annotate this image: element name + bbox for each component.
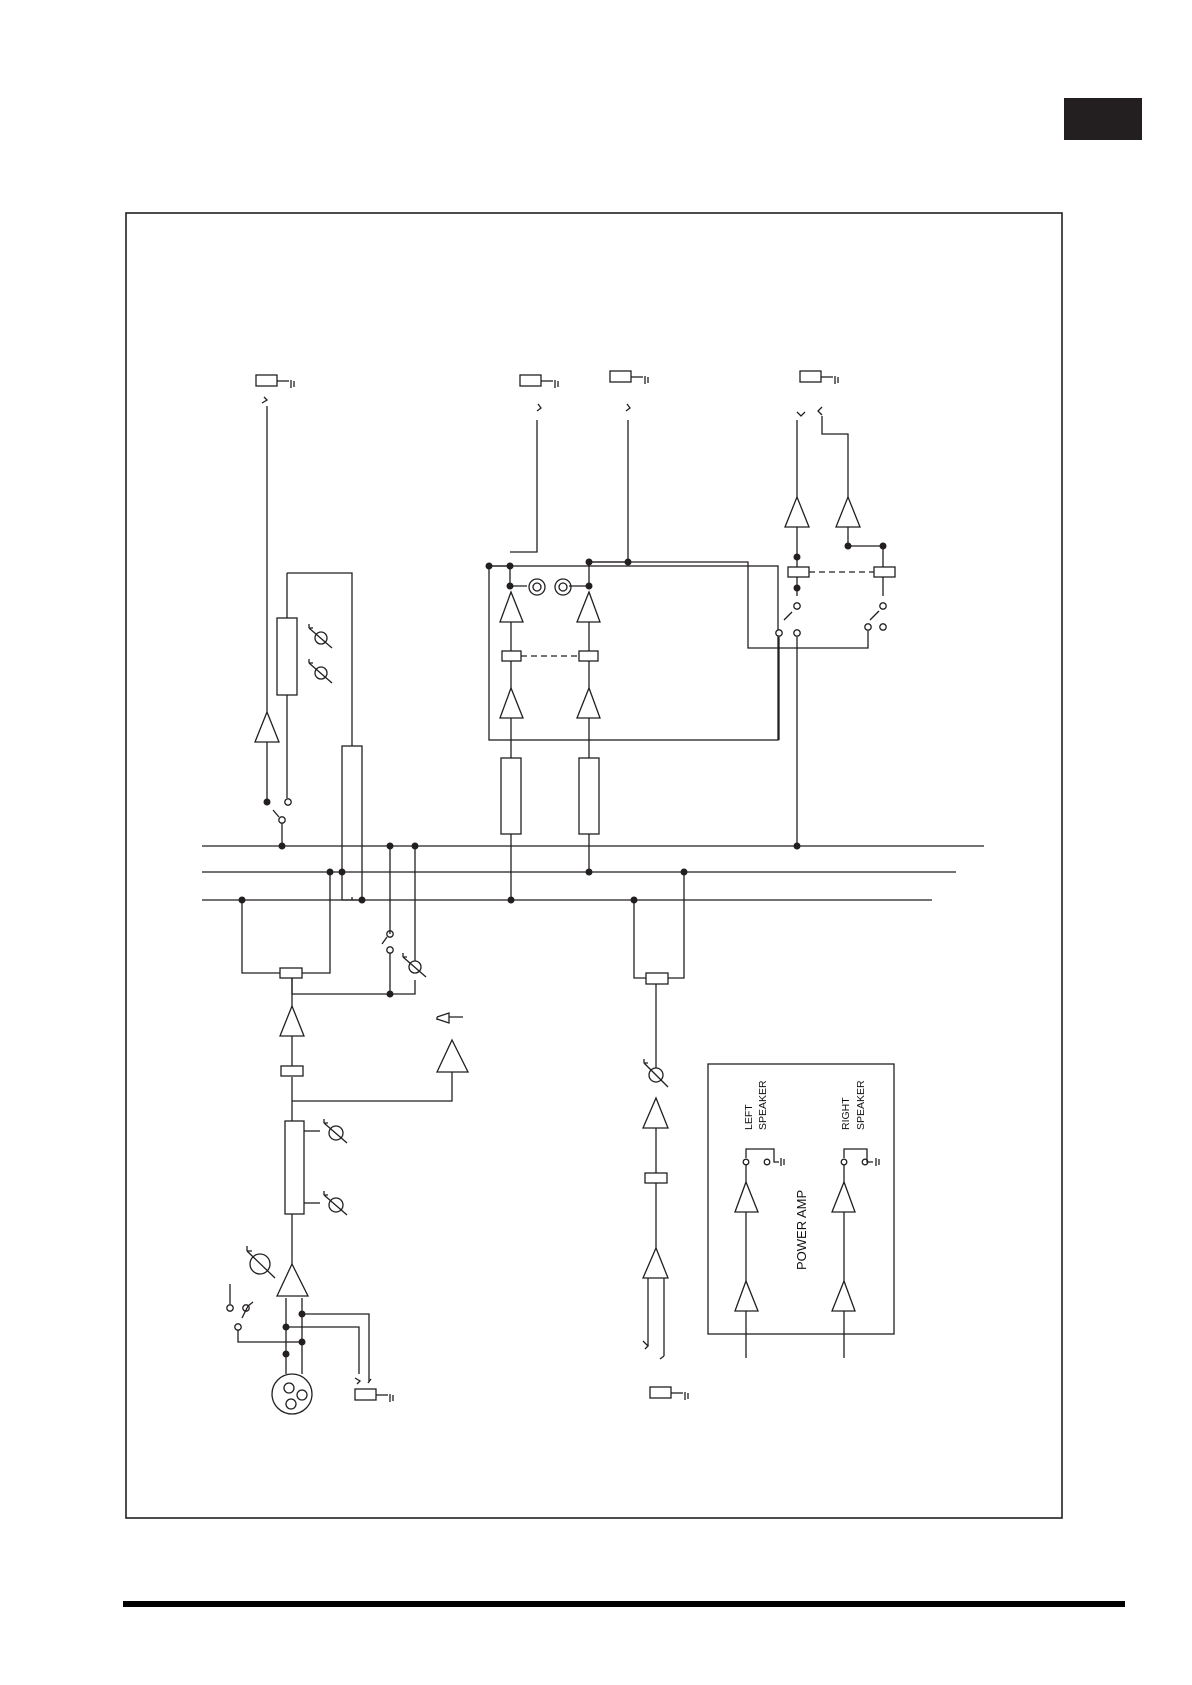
junction-dots <box>239 543 887 1358</box>
output-amp-1 <box>255 712 279 742</box>
left-power-amp-2 <box>735 1182 758 1212</box>
meter-amp <box>437 1040 468 1072</box>
right-power-amp-2 <box>832 1182 855 1212</box>
channel-amp <box>280 1006 304 1036</box>
pan-block-2 <box>646 973 668 984</box>
eq-block-1 <box>277 618 297 695</box>
footer-rule <box>123 1601 1125 1607</box>
level-block-right <box>579 758 599 834</box>
right-speaker-label-line2: SPEAKER <box>855 1080 867 1130</box>
output-jack-3 <box>610 371 648 411</box>
line-amp <box>643 1098 668 1128</box>
loop-box <box>489 566 778 740</box>
insert-block <box>342 746 362 900</box>
line-input-jack <box>650 1387 688 1400</box>
rca-left <box>529 579 545 595</box>
insert-point-1 <box>281 1066 303 1076</box>
output-jack-4 <box>797 371 838 416</box>
schematic-wiring <box>202 371 984 1414</box>
left-speaker-label-line1: LEFT <box>743 1104 755 1130</box>
right-speaker-label-line1: RIGHT <box>840 1097 852 1130</box>
power-amp-label: POWER AMP <box>794 1190 809 1270</box>
right-power-amp-1 <box>832 1281 855 1311</box>
rca-right <box>555 579 571 595</box>
left-power-amp-1 <box>735 1281 758 1311</box>
line-input-amp <box>643 1248 668 1278</box>
pan-block-1 <box>280 968 302 978</box>
eq-block-2 <box>285 1121 304 1214</box>
left-speaker-label-line2: SPEAKER <box>757 1080 769 1130</box>
output-jack-2 <box>520 375 558 411</box>
output-jack-1 <box>256 375 294 403</box>
level-block-left <box>501 758 521 834</box>
xlr-input <box>272 1374 312 1414</box>
insert-point-2 <box>645 1173 667 1183</box>
mic-preamp <box>277 1264 308 1296</box>
